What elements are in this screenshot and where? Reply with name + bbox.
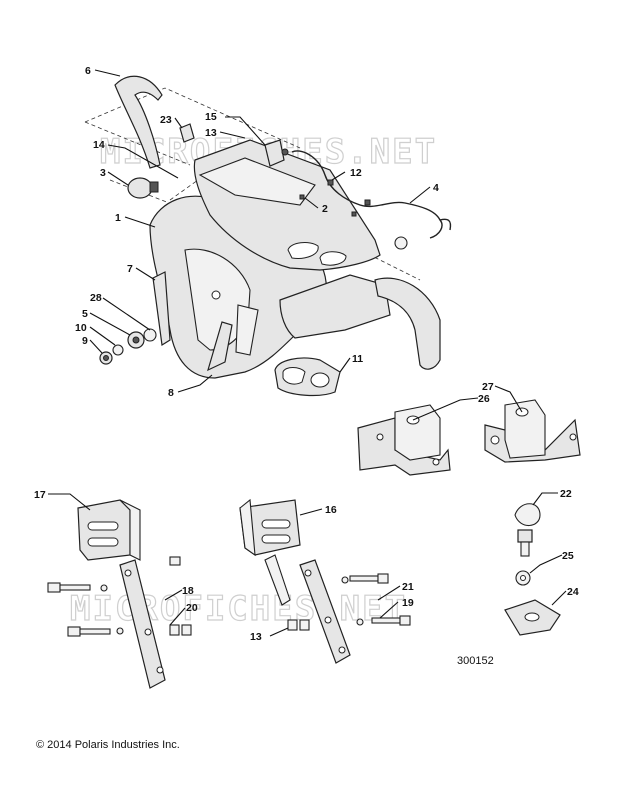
copyright-notice: © 2014 Polaris Industries Inc. [36,739,180,751]
lower-fairing [279,274,441,370]
leader-lines [48,69,567,637]
clip-part-23 [179,123,195,143]
arm-part-21 [264,554,351,664]
callout-15: 15 [205,111,217,123]
callout-24: 24 [567,586,579,598]
callout-27: 27 [482,381,494,393]
callout-3: 3 [100,167,106,179]
callout-16: 16 [325,504,337,516]
callout-11: 11 [352,353,363,365]
callout-2: 2 [322,203,328,215]
callout-numbers: 6 23 15 13 14 3 12 4 2 1 7 28 5 10 9 8 1… [34,65,579,643]
mount-bracket-part-17 [77,499,141,561]
callout-13-lower: 13 [250,631,262,643]
connectors-part-12 [299,179,371,217]
ring-clip [394,236,408,250]
callout-22: 22 [560,488,572,500]
bolts-left [47,556,192,637]
fastener-stack-part-5 [99,328,157,365]
callout-18: 18 [182,585,194,597]
bracket-part-27 [484,399,581,463]
callout-9: 9 [82,335,88,347]
callout-14: 14 [93,139,105,151]
deflector-part-6 [114,75,163,169]
callout-8: 8 [168,387,174,399]
callout-20: 20 [186,602,198,614]
callout-21: 21 [402,581,414,593]
bezel-part-11 [274,357,341,397]
headlight-fairing-part-2 [193,139,381,271]
lamp-part-3 [127,177,159,199]
callout-12: 12 [350,167,362,179]
receptacle-part-24 [504,599,561,636]
callout-17: 17 [34,489,46,501]
callout-1: 1 [115,212,121,224]
washer-part-25 [515,570,531,586]
marker-light-part-15 [264,139,289,167]
callout-13: 13 [205,127,217,139]
arm-part-18 [119,559,166,689]
mount-bracket-part-16 [239,498,301,557]
callout-4: 4 [433,182,439,194]
bolts-middle [287,573,411,631]
callout-6: 6 [85,65,91,77]
callout-10: 10 [75,322,87,334]
quarter-turn-fastener-part-22 [514,503,541,557]
callout-23: 23 [160,114,172,126]
lower-flap-part-8 [207,321,233,372]
document-number: 300152 [457,655,494,667]
callout-7: 7 [127,263,133,275]
callout-5: 5 [82,308,88,320]
callout-25: 25 [562,550,574,562]
wire-end [439,218,452,231]
callout-19: 19 [402,597,414,609]
trim-strip-part-7 [152,271,171,347]
wire-harness-part-4 [291,150,443,239]
bracket-part-26 [357,404,451,476]
callout-28: 28 [90,292,102,304]
callout-26: 26 [478,393,490,405]
watermark-bottom: MICROFICHES.NET [70,589,407,629]
